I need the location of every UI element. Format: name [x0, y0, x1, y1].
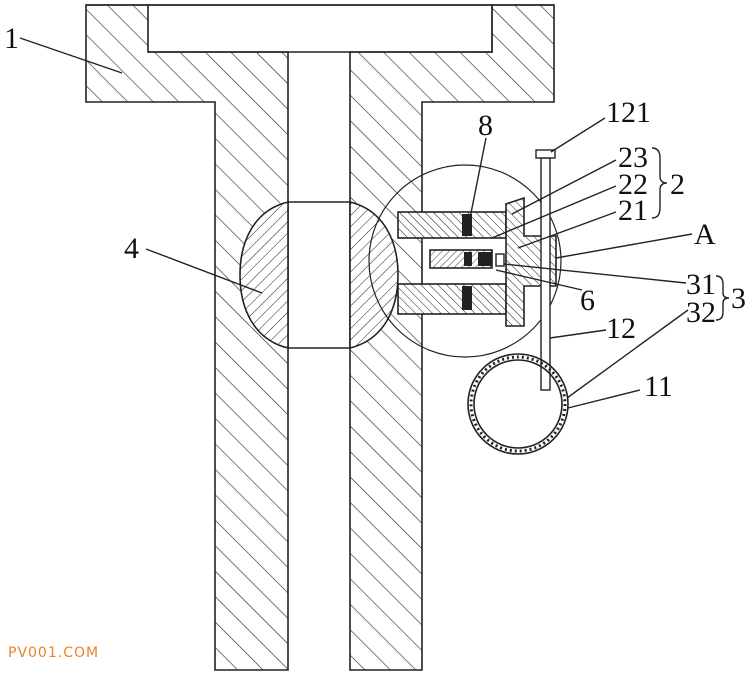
ring-part-11: [467, 353, 569, 455]
label-6: 6: [580, 284, 595, 317]
label-4: 4: [124, 232, 139, 265]
label-21: 21: [618, 194, 648, 227]
ball-part-4: [239, 200, 399, 350]
detail-circle-a: [368, 164, 562, 358]
label-1: 1: [4, 22, 19, 55]
label-121: 121: [606, 96, 651, 129]
brace-group-3: [715, 275, 730, 321]
label-32: 32: [686, 296, 716, 329]
watermark: PV001.COM: [8, 645, 99, 661]
label-12: 12: [606, 312, 636, 345]
rod-part-12: [535, 149, 556, 391]
body-part-1: [85, 4, 555, 671]
label-23: 23: [618, 141, 648, 174]
label-11: 11: [644, 370, 673, 403]
label-31: 31: [686, 268, 716, 301]
label-3: 3: [731, 282, 746, 315]
leader-lines: [19, 37, 693, 409]
label-8: 8: [478, 109, 493, 142]
label-a: A: [694, 218, 716, 251]
label-22: 22: [618, 168, 648, 201]
label-2: 2: [670, 168, 685, 201]
brace-group-2: [651, 147, 668, 219]
lock-assembly: [397, 196, 557, 327]
